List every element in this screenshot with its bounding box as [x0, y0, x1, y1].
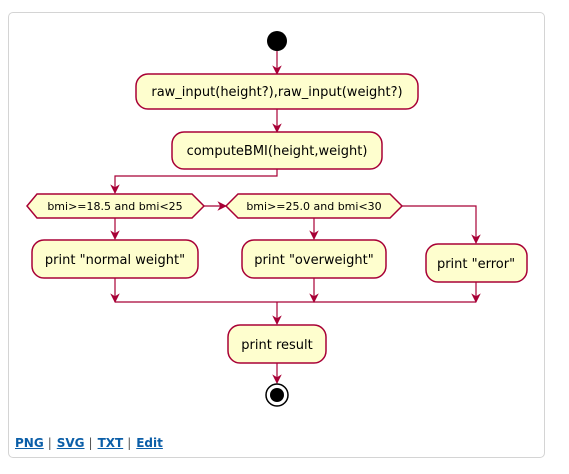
activity-input — [135, 73, 419, 110]
activity-result — [227, 324, 327, 364]
condition-1-label: bmi>=18.5 and bmi<25 — [47, 200, 182, 213]
activity-normal-weight-label: print "normal weight" — [45, 253, 185, 268]
activity-overweight-label: print "overweight" — [254, 253, 373, 268]
activity-input-label: raw_input(height?),raw_input(weight?) — [151, 85, 402, 100]
end-node-inner — [270, 388, 284, 402]
activity-result-label: print result — [241, 338, 312, 353]
condition-2-label: bmi>=25.0 and bmi<30 — [246, 200, 381, 213]
activity-overweight — [241, 239, 387, 279]
activity-error — [425, 243, 528, 283]
condition-2 — [224, 193, 404, 219]
edge-compute-cond1 — [110, 169, 278, 194]
activity-diagram: raw_input(height?),raw_input(weight?) co… — [26, 31, 528, 407]
condition-1 — [26, 193, 206, 219]
link-separator: | — [127, 436, 132, 450]
start-node — [267, 31, 287, 51]
edit-link[interactable]: Edit — [136, 436, 163, 450]
png-link[interactable]: PNG — [15, 436, 44, 450]
edge-cond2-error — [402, 205, 481, 244]
activity-compute — [171, 131, 383, 170]
txt-link[interactable]: TXT — [97, 436, 124, 450]
activity-error-label: print "error" — [437, 257, 515, 272]
svg-link[interactable]: SVG — [56, 436, 85, 450]
export-links: PNG|SVG|TXT|Edit — [15, 436, 163, 450]
link-separator: | — [47, 436, 52, 450]
link-separator: | — [88, 436, 93, 450]
end-node-outer — [265, 383, 289, 407]
activity-normal-weight — [31, 239, 199, 279]
activity-compute-label: computeBMI(height,weight) — [187, 144, 368, 159]
